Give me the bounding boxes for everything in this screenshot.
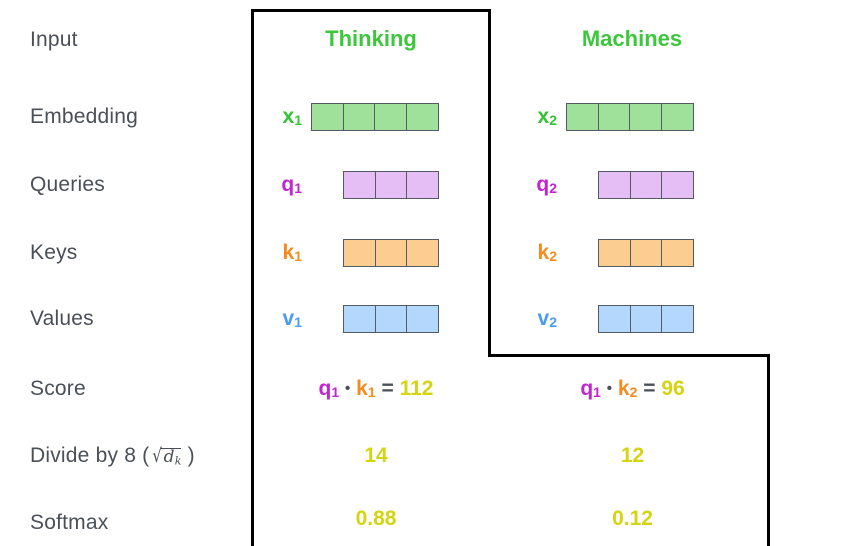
vector-cell: [629, 305, 663, 333]
column-word-thinking: Thinking: [325, 26, 417, 51]
dot-product-icon: •: [606, 380, 613, 398]
vector-name-x1: x1: [282, 105, 302, 129]
vector-cell: [661, 239, 695, 267]
vector-cell: [406, 171, 440, 199]
vector-row-query-2: q2: [533, 170, 695, 200]
vector-row-value-2: v2: [533, 304, 695, 334]
vector-row-key-1: k1: [278, 238, 440, 268]
vector-cell: [598, 305, 631, 333]
softmax-value-1: 0.88: [355, 507, 397, 530]
softmax-value-2: 0.12: [612, 507, 653, 530]
vector-bar-v2: [598, 305, 695, 333]
row-label-softmax: Softmax: [30, 511, 109, 534]
vector-cell: [405, 103, 439, 131]
sqrt-overbar: [160, 448, 181, 449]
sqrt-dk-expression: √dk: [149, 445, 182, 468]
vector-cell: [629, 103, 663, 131]
vector-cell: [343, 239, 376, 267]
vector-cell: [343, 305, 376, 333]
row-label-queries: Queries: [30, 173, 105, 196]
sqrt-symbol-icon: √: [152, 445, 163, 467]
radicand-subscript-k: k: [174, 454, 182, 468]
row-label-embedding: Embedding: [30, 105, 139, 128]
row-label-divide-by-8: Divide by 8 (√dk ): [30, 445, 195, 466]
vector-cell: [374, 103, 408, 131]
vector-cell: [660, 103, 694, 131]
divide-suffix-text: ): [187, 444, 195, 467]
row-label-score: Score: [30, 377, 86, 400]
vector-cell: [343, 171, 376, 199]
row-label-input: Input: [30, 28, 78, 51]
score-q-token-2: q1: [580, 377, 601, 401]
score-value-1: 112: [399, 377, 434, 400]
vector-bar-v1: [343, 305, 440, 333]
vector-cell: [661, 171, 695, 199]
vector-bar-x2: [566, 103, 694, 131]
divided-value-1: 14: [364, 444, 388, 467]
score-k-token-1: k1: [356, 377, 376, 401]
vector-cell: [597, 103, 631, 131]
vector-name-q1: q1: [281, 173, 302, 197]
vector-cell: [661, 305, 695, 333]
vector-row-value-1: v1: [278, 304, 440, 334]
highlight-box-lower: [251, 354, 770, 546]
score-expression-2: q1 • k2 = 96: [520, 378, 745, 399]
vector-name-v1: v1: [282, 307, 302, 331]
vector-cell: [374, 239, 408, 267]
dot-product-icon: •: [345, 380, 351, 398]
score-expression-1: q1 • k1 = 112: [261, 378, 491, 399]
divide-prefix-text: Divide by 8 (: [30, 444, 150, 467]
highlight-box-upper: [251, 9, 491, 357]
vector-bar-k1: [343, 239, 440, 267]
equals-sign: =: [643, 377, 656, 400]
vector-cell: [406, 305, 440, 333]
vector-cell: [342, 103, 376, 131]
row-label-keys: Keys: [30, 241, 78, 264]
equals-sign: =: [381, 377, 394, 400]
vector-row-embedding-2: x2: [533, 102, 694, 132]
vector-name-k1: k1: [282, 241, 302, 265]
vector-cell: [311, 103, 344, 131]
vector-name-v2: v2: [537, 307, 557, 331]
vector-cell: [374, 171, 408, 199]
vector-bar-x1: [311, 103, 439, 131]
vector-name-x2: x2: [537, 105, 557, 129]
highlight-box-step-edge: [251, 354, 770, 357]
score-q-token-1: q1: [318, 377, 340, 401]
radicand-d: d: [163, 447, 175, 467]
column-word-machines: Machines: [581, 26, 683, 51]
vector-cell: [598, 171, 631, 199]
vector-row-embedding-1: x1: [278, 102, 439, 132]
vector-bar-q1: [343, 171, 440, 199]
vector-cell: [566, 103, 599, 131]
divided-value-2: 12: [620, 444, 645, 467]
row-label-values: Values: [30, 307, 94, 330]
vector-cell: [629, 239, 663, 267]
score-k-token-2: k2: [617, 377, 638, 401]
vector-cell: [598, 239, 631, 267]
vector-cell: [406, 239, 440, 267]
vector-cell: [374, 305, 408, 333]
vector-name-k2: k2: [537, 241, 557, 265]
vector-bar-k2: [598, 239, 695, 267]
vector-bar-q2: [598, 171, 695, 199]
highlight-box-step-mask: [254, 354, 488, 357]
vector-name-q2: q2: [536, 173, 557, 197]
vector-row-query-1: q1: [278, 170, 440, 200]
vector-cell: [629, 171, 663, 199]
score-value-2: 96: [661, 377, 685, 400]
vector-row-key-2: k2: [533, 238, 695, 268]
